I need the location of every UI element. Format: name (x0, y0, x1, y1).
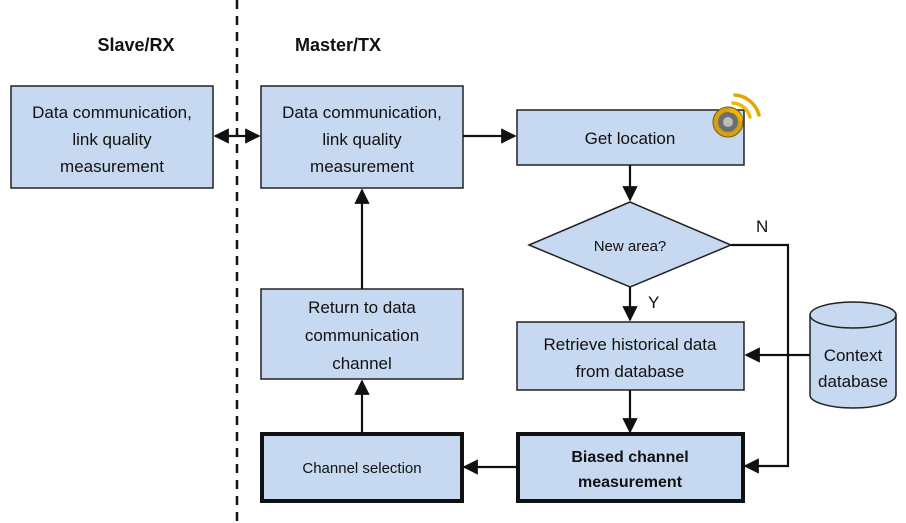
new-area-label: New area? (594, 238, 667, 255)
channel-selection-box: Channel selection (260, 432, 464, 503)
context-db-line-2: database (818, 372, 888, 391)
master-data-line-3: measurement (310, 157, 414, 176)
master-data-communication-box: Data communication, link quality measure… (260, 85, 464, 189)
context-db-line-1: Context (824, 346, 883, 365)
retrieve-historical-data-box: Retrieve historical data from database (516, 321, 745, 391)
return-to-channel-box: Return to data communication channel (260, 288, 464, 380)
slave-data-line-2: link quality (72, 130, 152, 149)
new-area-decision: New area? (527, 201, 733, 288)
biased-channel-measurement-box: Biased channel measurement (516, 432, 745, 503)
gps-satellite-icon (712, 93, 761, 138)
get-location-label: Get location (585, 129, 676, 148)
slave-rx-header: Slave/RX (97, 35, 174, 55)
context-database-cylinder: Context database (809, 301, 897, 409)
biased-line-1: Biased channel (571, 449, 688, 466)
retrieve-line-2: from database (576, 362, 685, 381)
biased-line-2: measurement (578, 474, 683, 491)
retrieve-line-1: Retrieve historical data (544, 335, 717, 354)
get-location-box: Get location (516, 109, 745, 166)
return-line-2: communication (305, 326, 419, 345)
edge-label-yes: Y (648, 293, 659, 312)
slave-data-communication-box: Data communication, link quality measure… (10, 85, 214, 189)
slave-data-line-1: Data communication, (32, 103, 192, 122)
master-data-line-2: link quality (322, 130, 402, 149)
return-line-3: channel (332, 354, 392, 373)
channel-selection-label: Channel selection (302, 460, 421, 477)
slave-data-line-3: measurement (60, 157, 164, 176)
master-data-line-1: Data communication, (282, 103, 442, 122)
return-line-1: Return to data (308, 298, 416, 317)
master-tx-header: Master/TX (295, 35, 381, 55)
edge-label-no: N (756, 217, 768, 236)
